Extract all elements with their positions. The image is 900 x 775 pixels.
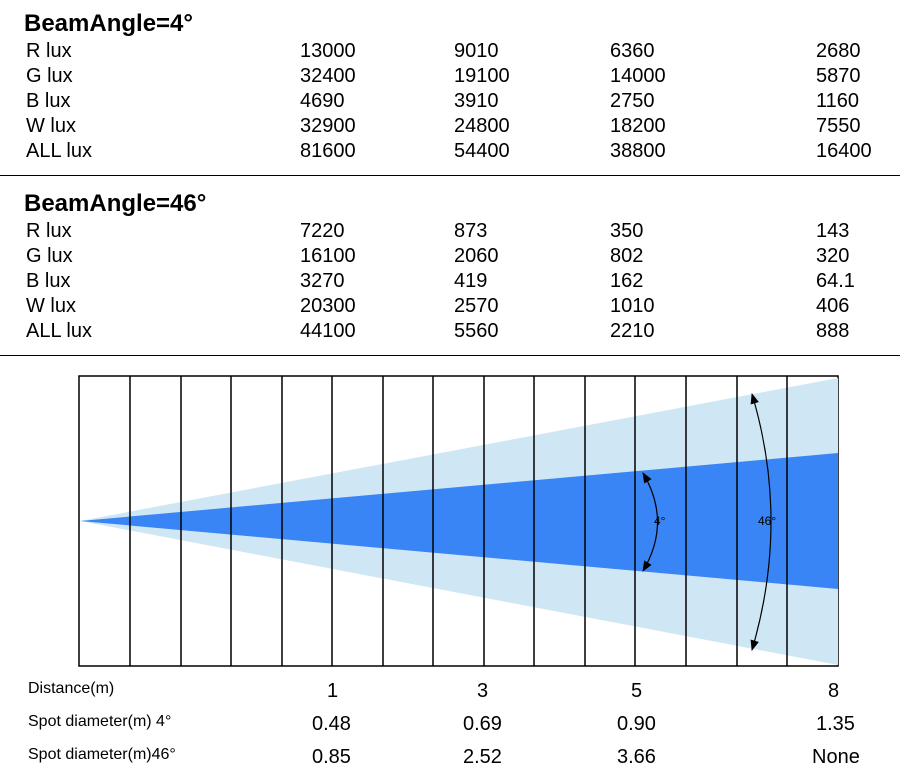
- row-label: G lux: [26, 245, 73, 267]
- spot46-row: Spot diameter(m)46° 0.85 2.52 3.66 None: [0, 746, 900, 772]
- value-cell: 14000: [610, 65, 666, 87]
- value-cell: 2680: [816, 40, 861, 62]
- table-row: G lux 16100 2060 802 320: [26, 245, 896, 270]
- value-cell: 3270: [300, 270, 345, 292]
- distance-value: 1: [327, 680, 339, 702]
- value-cell: 32900: [300, 115, 356, 137]
- row-label: W lux: [26, 115, 76, 137]
- table-row: G lux 32400 19100 14000 5870: [26, 65, 896, 90]
- value-cell: 4690: [300, 90, 345, 112]
- row-label: ALL lux: [26, 320, 92, 342]
- value-cell: 419: [454, 270, 488, 292]
- table-row: B lux 3270 419 162 64.1: [26, 270, 896, 295]
- spot4-value: 1.35: [816, 713, 855, 735]
- distance-value: 5: [631, 680, 643, 702]
- row-label: W lux: [26, 295, 76, 317]
- row-label: ALL lux: [26, 140, 92, 162]
- table-row: ALL lux 81600 54400 38800 16400: [26, 140, 896, 165]
- value-cell: 5870: [816, 65, 861, 87]
- table-row: W lux 20300 2570 1010 406: [26, 295, 896, 320]
- wide-angle-arrow: [750, 392, 772, 652]
- value-cell: 64.1: [816, 270, 855, 292]
- value-cell: 9010: [454, 40, 499, 62]
- value-cell: 2750: [610, 90, 655, 112]
- spot46-value: None: [812, 746, 860, 768]
- row-label: R lux: [26, 40, 72, 62]
- value-cell: 143: [816, 220, 850, 242]
- value-cell: 6360: [610, 40, 655, 62]
- spot46-value: 0.85: [312, 746, 351, 768]
- spot46-value: 3.66: [617, 746, 656, 768]
- value-cell: 3910: [454, 90, 499, 112]
- value-cell: 1010: [610, 295, 655, 317]
- value-cell: 406: [816, 295, 850, 317]
- narrow-angle-arrow: [642, 472, 658, 572]
- value-cell: 7220: [300, 220, 345, 242]
- distance-value: 3: [477, 680, 489, 702]
- value-cell: 2570: [454, 295, 499, 317]
- divider: [0, 355, 900, 356]
- value-cell: 24800: [454, 115, 510, 137]
- table-row: W lux 32900 24800 18200 7550: [26, 115, 896, 140]
- table-title-46deg: BeamAngle=46°: [24, 190, 207, 217]
- value-cell: 38800: [610, 140, 666, 162]
- value-cell: 350: [610, 220, 644, 242]
- spot46-label: Spot diameter(m)46°: [28, 746, 176, 763]
- row-label: R lux: [26, 220, 72, 242]
- value-cell: 16400: [816, 140, 872, 162]
- table-title-4deg: BeamAngle=4°: [24, 10, 193, 37]
- value-cell: 13000: [300, 40, 356, 62]
- value-cell: 888: [816, 320, 850, 342]
- divider: [0, 175, 900, 176]
- distance-row: Distance(m) 1 3 5 8: [0, 680, 900, 706]
- spot4-value: 0.90: [617, 713, 656, 735]
- distance-gridlines: [129, 376, 788, 666]
- spot46-value: 2.52: [463, 746, 502, 768]
- table-row: R lux 13000 9010 6360 2680: [26, 40, 896, 65]
- spot4-value: 0.48: [312, 713, 351, 735]
- spot4-row: Spot diameter(m) 4° 0.48 0.69 0.90 1.35: [0, 713, 900, 739]
- value-cell: 2060: [454, 245, 499, 267]
- row-label: B lux: [26, 270, 71, 292]
- spot4-label: Spot diameter(m) 4°: [28, 713, 172, 730]
- distance-value: 8: [828, 680, 840, 702]
- row-label: B lux: [26, 90, 71, 112]
- value-cell: 5560: [454, 320, 499, 342]
- distance-label: Distance(m): [28, 680, 115, 697]
- table-row: R lux 7220 873 350 143: [26, 220, 896, 245]
- value-cell: 81600: [300, 140, 356, 162]
- narrow-angle-label: 4°: [654, 514, 666, 528]
- wide-angle-label: 46°: [758, 514, 776, 528]
- value-cell: 54400: [454, 140, 510, 162]
- value-cell: 32400: [300, 65, 356, 87]
- value-cell: 44100: [300, 320, 356, 342]
- row-label: G lux: [26, 65, 73, 87]
- value-cell: 1160: [816, 90, 860, 112]
- table-row: ALL lux 44100 5560 2210 888: [26, 320, 896, 345]
- value-cell: 873: [454, 220, 488, 242]
- value-cell: 20300: [300, 295, 356, 317]
- spot4-value: 0.69: [463, 713, 502, 735]
- value-cell: 18200: [610, 115, 666, 137]
- value-cell: 16100: [300, 245, 356, 267]
- value-cell: 2210: [610, 320, 655, 342]
- table-row: B lux 4690 3910 2750 1160: [26, 90, 896, 115]
- value-cell: 7550: [816, 115, 861, 137]
- value-cell: 320: [816, 245, 850, 267]
- value-cell: 802: [610, 245, 644, 267]
- value-cell: 162: [610, 270, 644, 292]
- value-cell: 19100: [454, 65, 510, 87]
